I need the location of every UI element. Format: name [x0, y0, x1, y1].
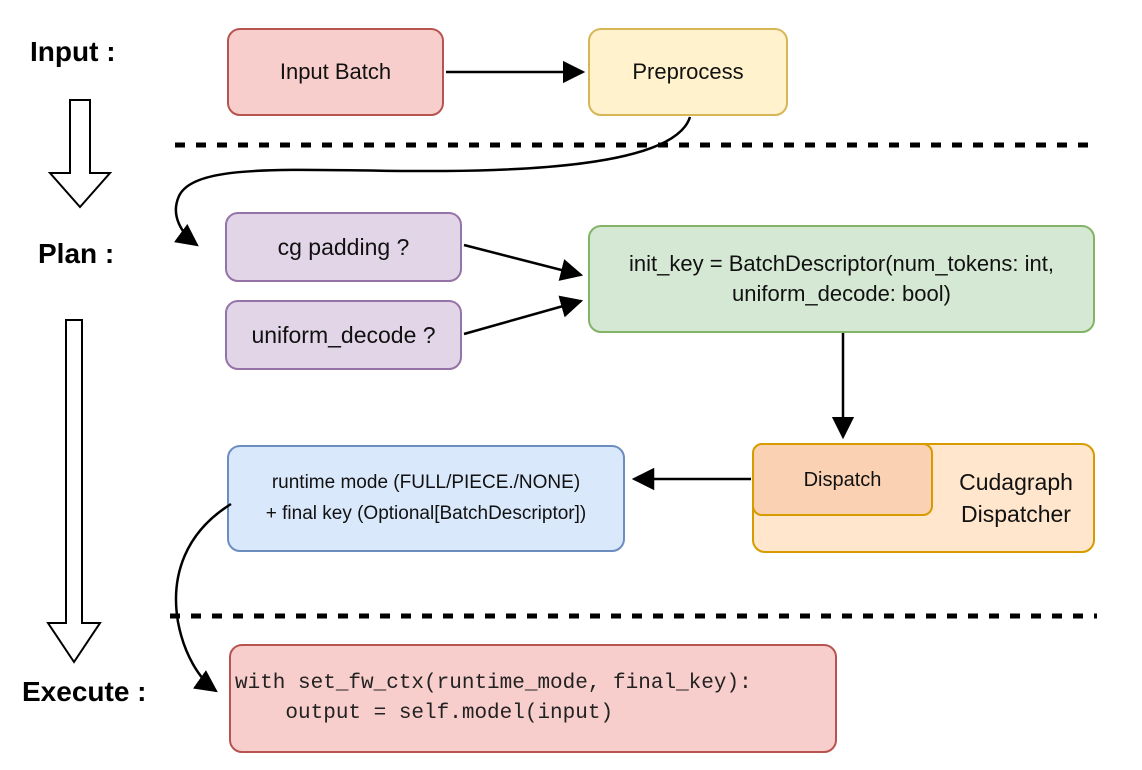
dispatch-node: Dispatch [752, 443, 933, 516]
input-batch-node: Input Batch [227, 28, 444, 116]
cg-padding-node: cg padding ? [225, 212, 462, 282]
preprocess-label: Preprocess [632, 58, 744, 84]
runtime-mode-node: runtime mode (FULL/PIECE./NONE) + final … [227, 445, 625, 552]
input-batch-label: Input Batch [279, 58, 392, 84]
uniform-decode-label: uniform_decode ? [251, 321, 436, 348]
init-key-node: init_key = BatchDescriptor(num_tokens: i… [588, 225, 1095, 333]
execute-code-line-2: output = self.model(input) [235, 701, 614, 725]
connector-uniformdecode-initkey [463, 295, 584, 336]
preprocess-node: Preprocess [588, 28, 788, 116]
runtime-mode-line-2: + final key (Optional[BatchDescriptor]) [265, 502, 587, 524]
uniform-decode-node: uniform_decode ? [225, 300, 462, 370]
stage-label-execute: Execute : [22, 676, 147, 707]
dispatch-label: Dispatch [803, 468, 882, 491]
cudagraph-dispatcher-label: Cudagraph Dispatcher [939, 445, 1093, 551]
init-key-line-2: uniform_decode: bool) [732, 281, 951, 306]
connector-cgpadding-initkey [463, 243, 584, 281]
stage-label-plan: Plan : [38, 238, 115, 269]
input-stage-down-arrow-icon [47, 99, 113, 209]
cg-padding-label: cg padding ? [277, 233, 410, 260]
stage-label-input: Input : [30, 36, 116, 67]
plan-stage-down-arrow-icon [46, 319, 102, 664]
execute-code-node: with set_fw_ctx(runtime_mode, final_key)… [229, 644, 837, 753]
execute-code-line-1: with set_fw_ctx(runtime_mode, final_key)… [235, 671, 752, 695]
connector-runtimemode-executecode [174, 502, 232, 693]
init-key-line-1: init_key = BatchDescriptor(num_tokens: i… [629, 250, 1054, 276]
runtime-mode-line-1: runtime mode (FULL/PIECE./NONE) [271, 471, 581, 493]
cudagraph-dispatcher-line-1: Cudagraph [959, 468, 1073, 495]
cudagraph-dispatcher-line-2: Dispatcher [961, 501, 1071, 527]
